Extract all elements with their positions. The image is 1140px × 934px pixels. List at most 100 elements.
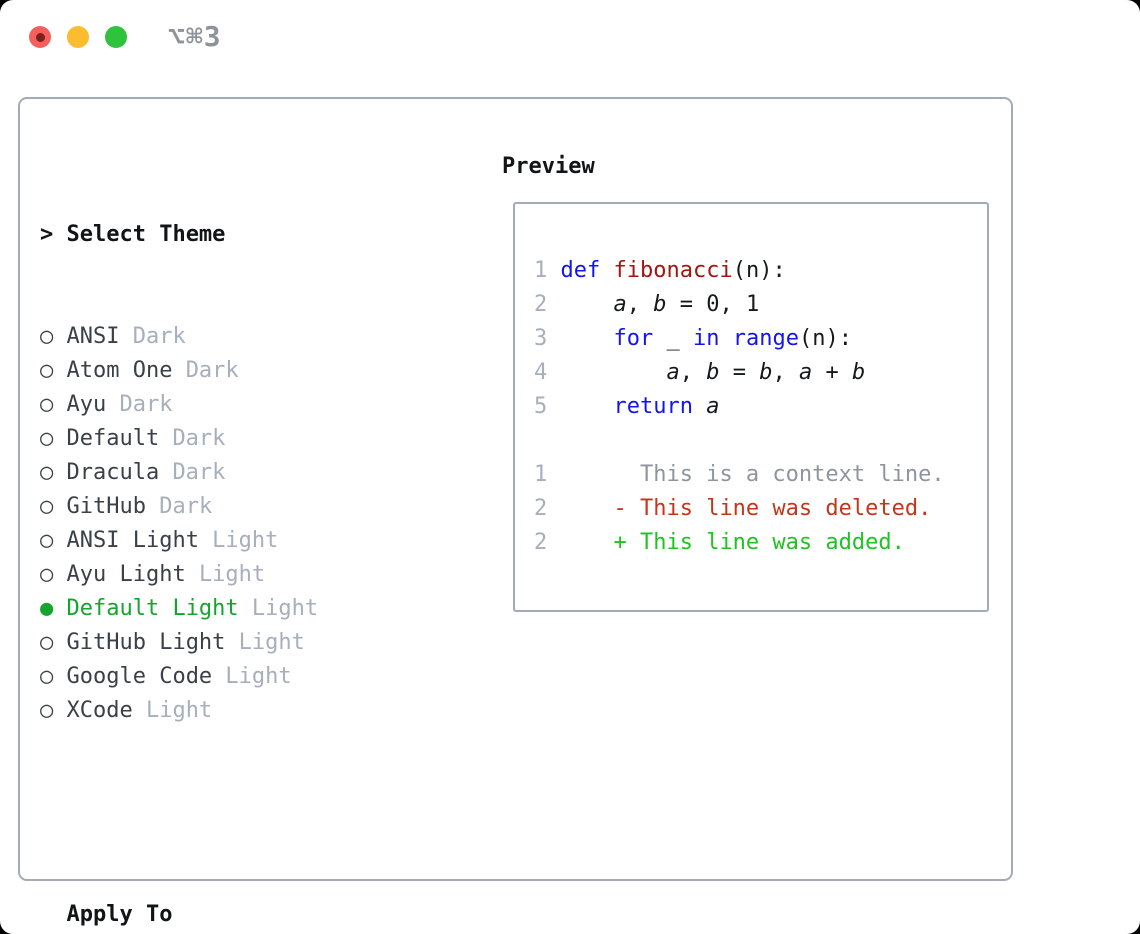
theme-variant: Dark <box>132 324 186 349</box>
code-line: 2 a, b = 0, 1 <box>534 288 987 322</box>
theme-option-atom-one[interactable]: ○ Atom One Dark <box>40 354 460 388</box>
token: _ <box>653 326 693 351</box>
theme-name: Atom One <box>66 358 173 383</box>
spacer <box>40 796 460 830</box>
radio-icon: ○ <box>40 562 54 587</box>
radio-icon: ○ <box>40 494 54 519</box>
radio-icon: ○ <box>40 664 54 689</box>
line-number: 4 <box>534 360 561 385</box>
radio-icon: ○ <box>40 358 54 383</box>
token: a <box>666 360 680 385</box>
token: b <box>759 360 773 385</box>
token: fibonacci <box>613 258 733 283</box>
radio-icon: ○ <box>40 528 54 553</box>
token: return <box>613 394 693 419</box>
token <box>561 360 667 385</box>
theme-variant: Light <box>145 698 213 723</box>
token <box>693 394 706 419</box>
token: a <box>798 360 813 385</box>
zoom-button[interactable] <box>105 26 127 48</box>
theme-name: Google Code <box>66 664 213 689</box>
line-number: 2 <box>534 292 561 317</box>
theme-name: Default Light <box>66 596 239 621</box>
token: , <box>772 360 799 385</box>
blank-line <box>534 424 987 458</box>
token: range <box>732 326 799 351</box>
theme-name: ANSI <box>66 324 120 349</box>
token <box>719 326 732 351</box>
token <box>561 292 614 317</box>
diff-context-line: 1 This is a context line. <box>534 458 987 492</box>
token: = <box>719 360 760 385</box>
theme-list-title: Select Theme <box>66 222 226 247</box>
token: This is a context line. <box>560 462 945 487</box>
theme-variant: Light <box>198 562 266 587</box>
theme-name: GitHub <box>66 494 146 519</box>
token <box>561 326 614 351</box>
code-line: 3 for _ in range(n): <box>534 322 987 356</box>
token: for <box>613 326 654 351</box>
theme-option-ayu[interactable]: ○ Ayu Dark <box>40 388 460 422</box>
theme-option-ayu-light[interactable]: ○ Ayu Light Light <box>40 558 460 592</box>
line-number: 5 <box>534 394 561 419</box>
token: = 0, 1 <box>666 292 760 317</box>
radio-selected-icon: ● <box>40 596 54 621</box>
token: a <box>706 394 720 419</box>
theme-variant: Dark <box>185 358 239 383</box>
theme-name: Ayu Light <box>66 562 186 587</box>
window-title: ⌥⌘3 <box>168 20 222 53</box>
theme-name: Default <box>66 426 160 451</box>
code-line: 5 return a <box>534 390 987 424</box>
token: b <box>706 360 720 385</box>
token: (n): <box>732 258 786 283</box>
token: , <box>679 360 707 385</box>
theme-name: GitHub Light <box>66 630 226 655</box>
radio-icon: ○ <box>40 630 54 655</box>
theme-variant: Dark <box>172 426 226 451</box>
token: , <box>626 292 654 317</box>
line-number: 2 <box>534 496 561 521</box>
token <box>561 394 614 419</box>
theme-variant: Light <box>238 630 305 655</box>
token: b <box>653 292 667 317</box>
token <box>600 258 613 283</box>
token: a <box>613 292 627 317</box>
token: + This line was added. <box>560 530 905 555</box>
theme-variant: Dark <box>119 392 173 417</box>
apply-to-title: Apply To <box>66 902 173 927</box>
token: in <box>692 326 720 351</box>
radio-icon: ○ <box>40 426 54 451</box>
token: + <box>812 360 852 385</box>
token: b <box>851 360 866 385</box>
radio-icon: ○ <box>40 460 54 485</box>
minimize-button[interactable] <box>67 26 89 48</box>
theme-variant: Light <box>212 528 279 553</box>
code-line: 4 a, b = b, a + b <box>534 356 987 390</box>
line-number: 3 <box>534 326 561 351</box>
radio-icon: ○ <box>40 392 54 417</box>
line-number: 1 <box>534 258 561 283</box>
theme-option-default[interactable]: ○ Default Dark <box>40 422 460 456</box>
theme-name: Dracula <box>66 460 160 485</box>
code-line: 1 def fibonacci(n): <box>534 254 987 288</box>
cursor-icon: > <box>40 222 54 247</box>
close-button[interactable] <box>29 26 51 48</box>
token: def <box>560 258 601 283</box>
preview-title: Preview <box>502 154 595 179</box>
line-number: 2 <box>534 530 561 555</box>
theme-name: Ayu <box>66 392 107 417</box>
theme-option-github-light[interactable]: ○ GitHub Light Light <box>40 626 460 660</box>
